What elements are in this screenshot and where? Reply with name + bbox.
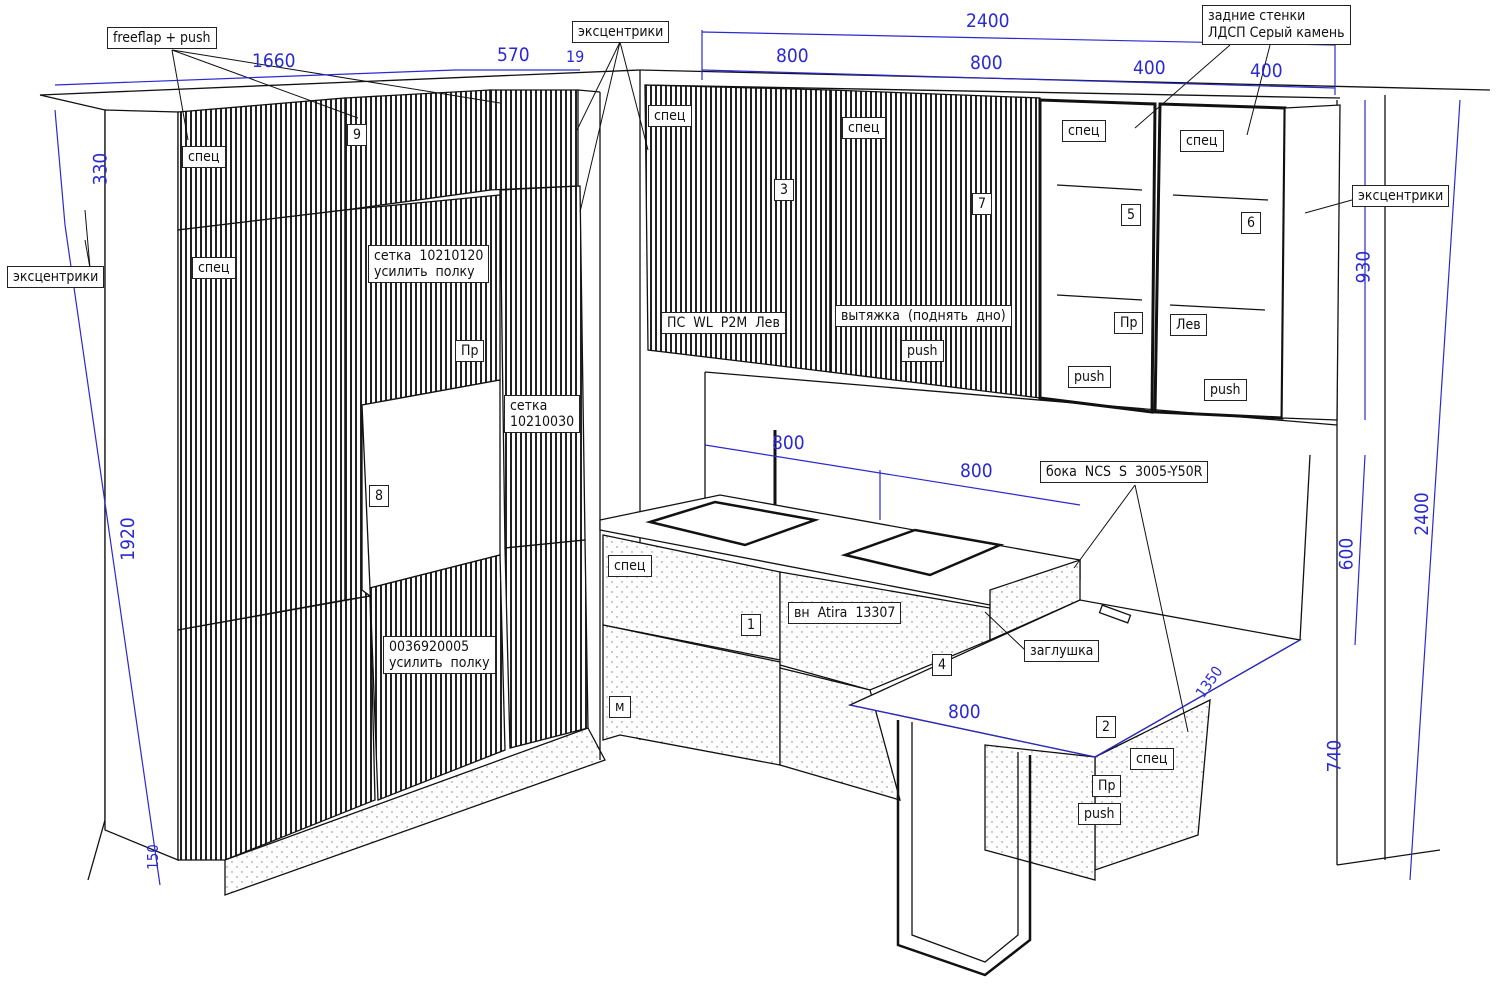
label-spec-tall-1: спец xyxy=(182,146,226,168)
sink xyxy=(645,500,820,547)
dim-upper-3: 400 xyxy=(1133,57,1166,79)
label-spec-upper-3: спец xyxy=(1062,120,1106,142)
marker-1: 1 xyxy=(741,614,762,636)
back-walls-line2: ЛДСП Серый камень xyxy=(1208,25,1345,41)
dim-tall-top: 330 xyxy=(89,152,112,186)
marker-8: 8 xyxy=(369,485,390,507)
mesh1-line1: сетка 10210120 xyxy=(374,248,484,264)
mesh2-line2: 10210030 xyxy=(510,414,575,430)
dim-tall-width: 570 xyxy=(497,44,530,66)
label-push-upper-4: push xyxy=(1204,379,1247,401)
label-lev-upper-4: Лев xyxy=(1170,314,1207,336)
code-line2: усилить полку xyxy=(389,655,490,671)
label-spec-peninsula: спец xyxy=(1130,748,1174,770)
marker-2: 2 xyxy=(1096,716,1117,738)
code-line1: 0036920005 xyxy=(389,639,470,655)
dim-upper-2: 800 xyxy=(970,52,1003,74)
dim-base-1: 800 xyxy=(772,432,805,454)
callout-sides-ncs: бока NCS S 3005-Y50R xyxy=(1040,461,1209,483)
callout-hood: вытяжка (поднять дно) xyxy=(835,305,1012,327)
label-spec-base: спец xyxy=(608,555,652,577)
callout-eccentrics-right: эксцентрики xyxy=(1352,185,1450,207)
mesh1-line2: усилить полку xyxy=(374,264,475,280)
label-spec-upper-4: спец xyxy=(1180,130,1224,152)
callout-atira: вн Atira 13307 xyxy=(788,602,902,624)
dim-tall-depth: 1660 xyxy=(252,50,296,72)
marker-9: 9 xyxy=(347,124,368,146)
callout-plug: заглушка xyxy=(1024,640,1100,662)
marker-5: 5 xyxy=(1121,204,1142,226)
marker-4: 4 xyxy=(932,654,953,676)
dim-total-height: 2400 xyxy=(1410,492,1433,536)
dim-base-height: 740 xyxy=(1323,739,1346,773)
label-pr-peninsula: Пр xyxy=(1092,775,1122,797)
label-pr-upper-3: Пр xyxy=(1114,312,1144,334)
label-push-upper-3: push xyxy=(1068,366,1111,388)
callout-freeflap-push: freeflap + push xyxy=(107,27,217,49)
hob xyxy=(840,528,1005,577)
oven-opening xyxy=(361,379,501,589)
label-push-upper-2: push xyxy=(901,340,944,362)
dim-upper-1: 800 xyxy=(776,45,809,67)
marker-6: 6 xyxy=(1241,212,1262,234)
dim-upper-height: 930 xyxy=(1352,250,1375,284)
back-walls-line1: задние стенки xyxy=(1208,8,1306,24)
label-spec-upper-2: спец xyxy=(842,117,886,139)
dim-base-2: 800 xyxy=(960,460,993,482)
marker-m: м xyxy=(609,696,631,718)
left-wall-edge xyxy=(39,94,106,881)
marker-3: 3 xyxy=(774,179,795,201)
callout-ps-wl: ПС WL P2M Лев xyxy=(661,312,786,334)
dim-total-width: 2400 xyxy=(966,10,1010,32)
dim-upper-4: 400 xyxy=(1250,60,1283,82)
label-spec-tall-2: спец xyxy=(192,257,236,279)
dim-gap: 19 xyxy=(566,47,585,66)
label-pr-tall: Пр xyxy=(455,340,485,362)
label-push-peninsula: push xyxy=(1078,803,1121,825)
dim-peninsula-width: 800 xyxy=(948,701,981,723)
dim-tall-height: 1920 xyxy=(116,517,139,561)
upper-glass-1 xyxy=(1038,98,1157,414)
tall-plinth xyxy=(224,727,606,896)
mesh2-line1: сетка xyxy=(510,398,548,414)
marker-7: 7 xyxy=(972,193,993,215)
label-spec-upper-1: спец xyxy=(648,105,692,127)
dim-plinth: 150 xyxy=(143,844,162,870)
peninsula-leg xyxy=(896,720,1032,977)
dim-backsplash: 600 xyxy=(1335,537,1358,571)
callout-eccentrics-left: эксцентрики xyxy=(7,266,105,288)
callout-eccentrics-top: эксцентрики xyxy=(572,21,670,43)
